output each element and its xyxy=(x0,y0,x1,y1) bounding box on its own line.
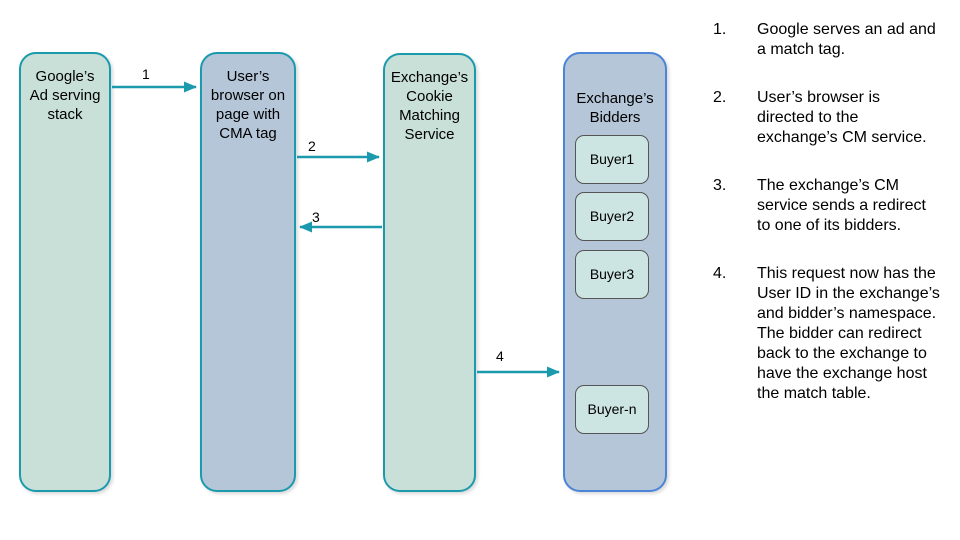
step-text: Google serves an ad and a match tag. xyxy=(757,21,936,58)
arrow-2-number: 2 xyxy=(308,138,316,154)
step-number: 4. xyxy=(713,265,727,282)
buyer-box-3: Buyer3 xyxy=(575,250,649,299)
node-cookie-matching-service: Exchange’s Cookie Matching Service xyxy=(383,53,476,492)
step-number: 1. xyxy=(713,21,727,38)
arrow-4-number: 4 xyxy=(496,348,504,364)
buyer-box-2: Buyer2 xyxy=(575,192,649,241)
step-number: 2. xyxy=(713,89,727,106)
step-number: 3. xyxy=(713,177,727,194)
step-item-3: 3. The exchange’s CM service sends a red… xyxy=(713,176,953,236)
node-exchanges-bidders-label: Exchange’s Bidders xyxy=(576,90,654,126)
step-text: User’s browser is directed to the exchan… xyxy=(757,89,927,146)
steps-list: 1. Google serves an ad and a match tag. … xyxy=(713,20,953,432)
step-text: This request now has the User ID in the … xyxy=(757,265,940,402)
node-google-ad-serving-stack: Google’s Ad serving stack xyxy=(19,52,111,492)
node-users-browser: User’s browser on page with CMA tag xyxy=(200,52,296,492)
step-item-2: 2. User’s browser is directed to the exc… xyxy=(713,88,953,148)
buyer-box-n: Buyer-n xyxy=(575,385,649,434)
step-text: The exchange’s CM service sends a redire… xyxy=(757,177,926,234)
buyer-box-1: Buyer1 xyxy=(575,135,649,184)
step-item-1: 1. Google serves an ad and a match tag. xyxy=(713,20,953,60)
node-exchanges-bidders: Exchange’s Bidders Buyer1 Buyer2 Buyer3 … xyxy=(563,52,667,492)
arrow-3-number: 3 xyxy=(312,209,320,225)
arrow-1-number: 1 xyxy=(142,66,150,82)
step-item-4: 4. This request now has the User ID in t… xyxy=(713,264,953,404)
